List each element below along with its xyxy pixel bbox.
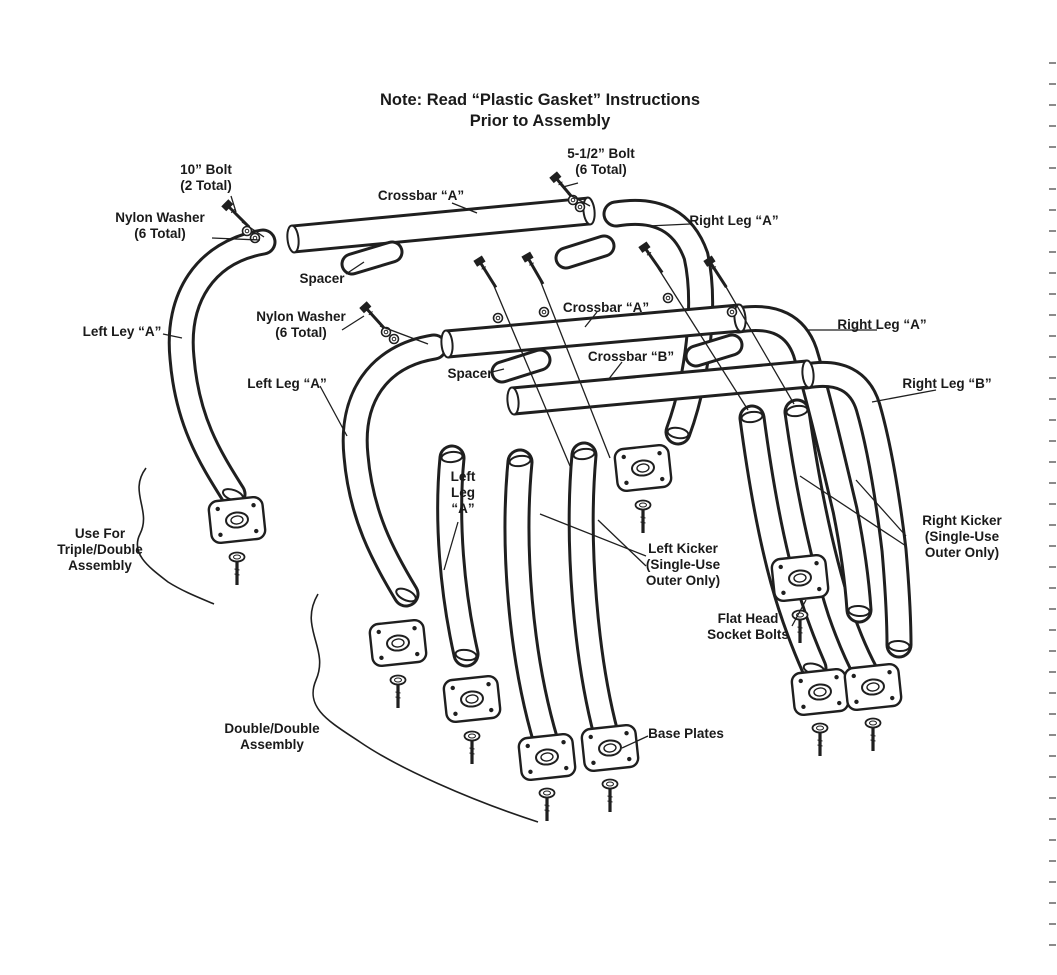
page-edge-marks	[1049, 62, 1056, 962]
bolts-washers-drawing	[224, 174, 795, 467]
assembly-braces	[136, 467, 539, 823]
crossbars-drawing	[286, 197, 815, 415]
leader-lines	[162, 182, 937, 749]
